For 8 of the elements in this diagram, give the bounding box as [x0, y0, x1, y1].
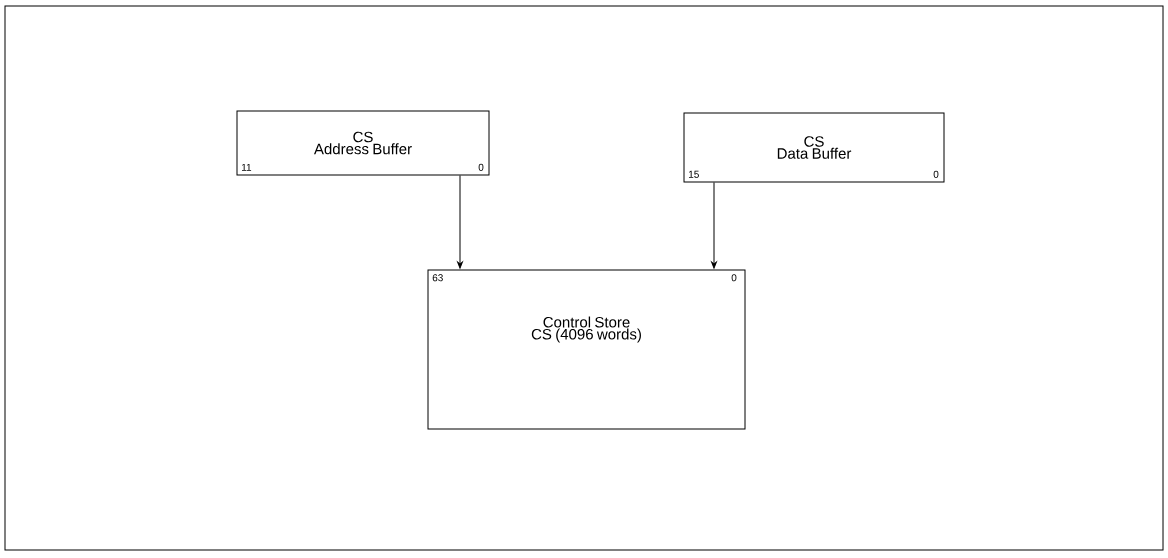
arrow [711, 182, 717, 269]
bit-number: 11 [241, 163, 252, 171]
arrow [457, 175, 463, 269]
bit-number: 0 [478, 163, 484, 171]
bit-number: 0 [933, 170, 939, 178]
bit-number: 0 [731, 274, 737, 282]
bit-number: 15 [688, 170, 699, 178]
bit-number: 63 [432, 274, 443, 282]
